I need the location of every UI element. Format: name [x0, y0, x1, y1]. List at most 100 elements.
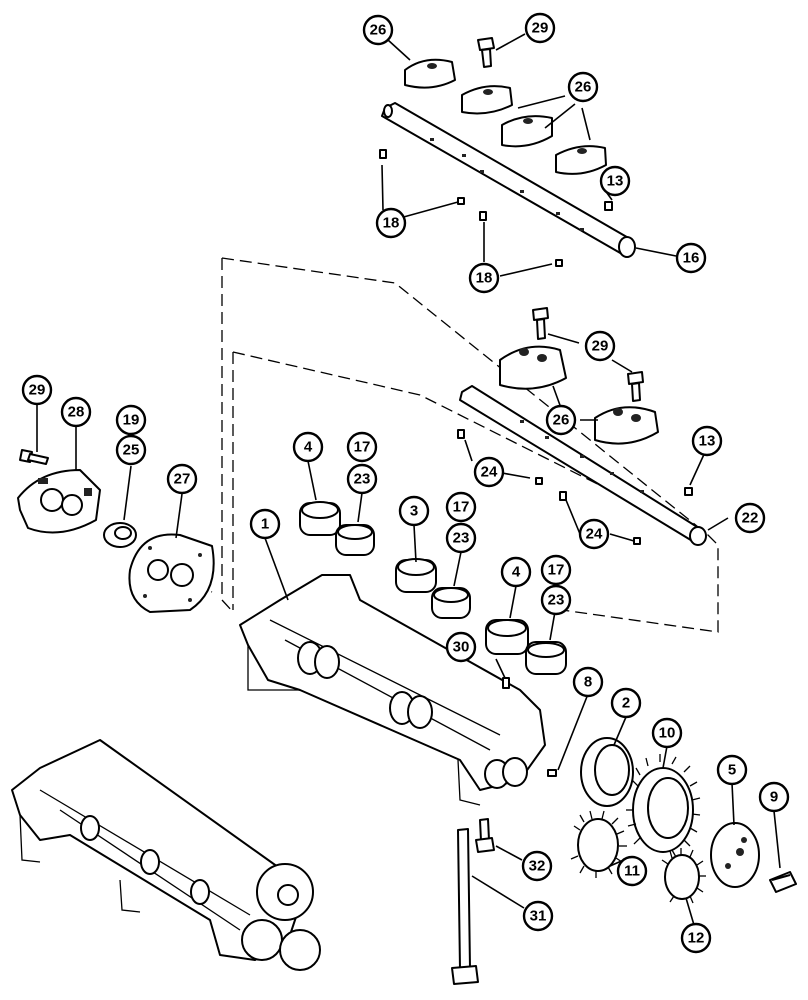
callout-circle: [249, 508, 281, 540]
callout-13: 13: [691, 425, 723, 457]
callout-circle: [346, 463, 378, 495]
callout-circle: [522, 900, 554, 932]
cam-gear-10: [626, 754, 701, 858]
callout-number: 28: [68, 404, 85, 421]
front-cover-plate: [17, 469, 101, 534]
callout-number: 9: [770, 789, 778, 806]
callout-5: 5: [716, 754, 748, 786]
callout-number: 29: [592, 338, 609, 355]
callout-number: 26: [553, 412, 570, 429]
rocker-support-caps-lower: [499, 345, 659, 445]
callout-circle: [680, 922, 712, 954]
callout-4: 4: [292, 431, 324, 463]
bolt-upper: [477, 37, 495, 68]
callout-number: 29: [29, 382, 46, 399]
callout-number: 19: [123, 412, 140, 429]
callout-number: 13: [699, 433, 716, 450]
callout-circle: [734, 502, 766, 534]
callout-circle: [599, 165, 631, 197]
callout-9: 9: [758, 781, 790, 813]
callout-number: 26: [370, 22, 387, 39]
callout-24: 24: [473, 456, 505, 488]
callout-circle: [115, 434, 147, 466]
callout-circle: [524, 12, 556, 44]
callout-number: 3: [410, 503, 418, 520]
rocker-support-caps-upper: [404, 58, 607, 175]
callout-number: 26: [575, 79, 592, 96]
callout-12: 12: [680, 922, 712, 954]
callout-27: 27: [166, 463, 198, 495]
callout-circle: [584, 330, 616, 362]
callout-circle: [540, 584, 572, 616]
callout-30: 30: [445, 631, 477, 663]
callout-number: 10: [659, 725, 676, 742]
callout-circle: [540, 554, 572, 586]
callout-circle: [445, 631, 477, 663]
callout-number: 17: [354, 439, 371, 456]
callout-circle: [473, 456, 505, 488]
callout-circle: [115, 404, 147, 436]
rocker-shaft-upper: [381, 102, 636, 258]
assembled-housing: [11, 739, 321, 971]
long-bolt-31: [451, 828, 479, 985]
callout-number: 30: [453, 639, 470, 656]
callout-number: 24: [481, 464, 498, 481]
callout-circle: [545, 404, 577, 436]
callout-number: 29: [532, 20, 549, 37]
callout-29: 29: [524, 12, 556, 44]
callout-number: 18: [383, 215, 400, 232]
callout-circle: [362, 14, 394, 46]
bolts-lower: [532, 307, 644, 402]
callout-number: 22: [742, 510, 759, 527]
callout-circle: [691, 425, 723, 457]
callout-23: 23: [346, 463, 378, 495]
bolt-front-cover: [19, 449, 49, 465]
callout-number: 25: [123, 442, 140, 459]
callout-29: 29: [584, 330, 616, 362]
callout-circle: [572, 666, 604, 698]
callout-number: 23: [354, 471, 371, 488]
callout-circle: [166, 463, 198, 495]
callout-16: 16: [675, 242, 707, 274]
callout-number: 4: [304, 439, 313, 456]
callout-number: 23: [548, 592, 565, 609]
callout-circle: [521, 850, 553, 882]
sleeve-23-right: [525, 641, 567, 675]
callout-number: 12: [688, 930, 705, 947]
callout-circle: [675, 242, 707, 274]
callout-26: 26: [567, 71, 599, 103]
small-plugs-lower: [457, 429, 693, 545]
callout-number: 31: [530, 908, 547, 925]
callout-number: 5: [728, 762, 736, 779]
callout-number: 32: [529, 858, 546, 875]
sleeve-23-left: [335, 524, 375, 556]
callout-circle: [21, 374, 53, 406]
callout-circle: [445, 491, 477, 523]
callout-13: 13: [599, 165, 631, 197]
pin-30: [502, 677, 510, 689]
callout-3: 3: [398, 495, 430, 527]
callout-17: 17: [346, 431, 378, 463]
bearing-race-2: [580, 737, 634, 807]
callout-number: 16: [683, 250, 700, 267]
callout-number: 8: [584, 674, 592, 691]
callout-number: 18: [476, 270, 493, 287]
callout-number: 2: [622, 695, 630, 712]
small-plugs-upper: [379, 149, 613, 267]
callout-circle: [292, 431, 324, 463]
drive-gear-12: [661, 848, 706, 904]
callout-18: 18: [375, 207, 407, 239]
callout-2: 2: [610, 687, 642, 719]
callout-circle: [346, 431, 378, 463]
callout-22: 22: [734, 502, 766, 534]
sleeve-23-middle: [431, 587, 471, 619]
callout-circle: [567, 71, 599, 103]
callout-number: 23: [453, 530, 470, 547]
callout-29: 29: [21, 374, 53, 406]
callout-circle: [578, 518, 610, 550]
callout-8: 8: [572, 666, 604, 698]
callout-circle: [610, 687, 642, 719]
callout-19: 19: [115, 404, 147, 436]
callout-circle: [375, 207, 407, 239]
bushing-25: [103, 522, 137, 548]
